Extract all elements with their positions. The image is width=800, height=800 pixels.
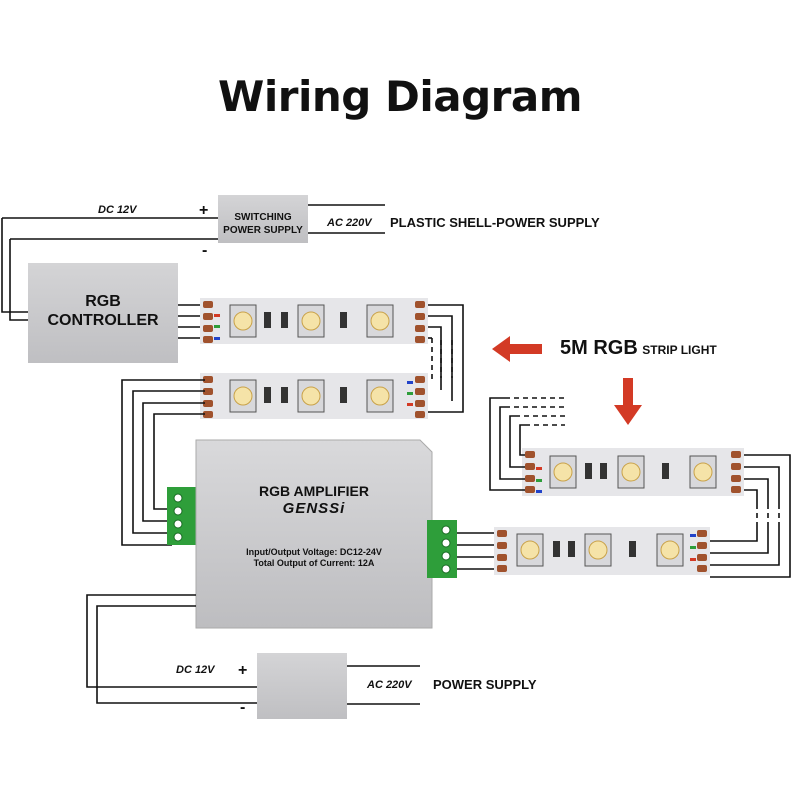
rgb-amplifier-box <box>195 439 433 629</box>
strip-label-small: STRIP LIGHT <box>642 343 717 357</box>
led-strip-2 <box>200 373 428 419</box>
amp-input-terminal <box>167 487 197 545</box>
top-minus-sign: - <box>202 242 208 259</box>
controller-label: RGB CONTROLLER <box>28 292 178 330</box>
bottom-dc-label: DC 12V <box>176 664 215 676</box>
controller-line2: CONTROLLER <box>47 312 159 329</box>
down-arrow <box>614 378 642 425</box>
amp-to-bottom-supply-wires <box>86 594 257 704</box>
strip1-dashed-wires <box>431 338 453 379</box>
bottom-supply-ac-wires <box>347 665 420 705</box>
strip-light-label: 5M RGB STRIP LIGHT <box>560 337 717 360</box>
amp-output-terminal <box>427 520 457 578</box>
amplifier-spec-current: Total Output of Current: 12A <box>253 558 375 568</box>
led-strip-1 <box>200 298 428 344</box>
bottom-supply-name: POWER SUPPLY <box>433 677 537 692</box>
top-dc-label: DC 12V <box>98 204 137 216</box>
bottom-minus-sign: - <box>240 699 246 716</box>
switching-supply-line2: POWER SUPPLY <box>223 225 303 236</box>
amplifier-spec-voltage: Input/Output Voltage: DC12-24V <box>246 547 382 557</box>
bottom-ac-label: AC 220V <box>367 679 412 691</box>
strip3-strip4-jumper-wires <box>710 454 791 578</box>
strip3-input-wires <box>489 397 525 491</box>
page-title: Wiring Diagram <box>218 72 582 121</box>
strip3-dashed-wires <box>756 504 780 526</box>
left-arrow <box>492 336 542 362</box>
controller-line1: RGB <box>85 293 121 310</box>
switching-supply-label: SWITCHING POWER SUPPLY <box>218 211 308 237</box>
top-supply-name: PLASTIC SHELL-POWER SUPPLY <box>390 215 600 230</box>
amplifier-specs: Input/Output Voltage: DC12-24V Total Out… <box>196 547 432 569</box>
bottom-plus-sign: + <box>238 662 248 679</box>
amplifier-title: RGB AMPLIFIER <box>259 483 369 499</box>
switching-power-supply <box>218 195 308 243</box>
rgb-controller <box>28 263 178 363</box>
bottom-power-supply <box>257 653 347 719</box>
top-plus-sign: + <box>199 202 209 219</box>
switching-supply-line1: SWITCHING <box>234 212 292 223</box>
top-ac-label: AC 220V <box>327 217 372 229</box>
amplifier-brand: GENSSi <box>282 500 346 517</box>
strip2-to-amp-wires <box>121 379 205 546</box>
led-strip-4 <box>494 527 710 575</box>
led-strip-3 <box>522 448 744 496</box>
strip1-strip2-jumper-wires <box>428 304 464 413</box>
top-supply-wires <box>1 204 385 321</box>
amp-to-strip4-wires <box>457 532 500 570</box>
strip-label-big: 5M RGB <box>560 337 638 359</box>
strip3-input-dashed <box>505 397 565 426</box>
